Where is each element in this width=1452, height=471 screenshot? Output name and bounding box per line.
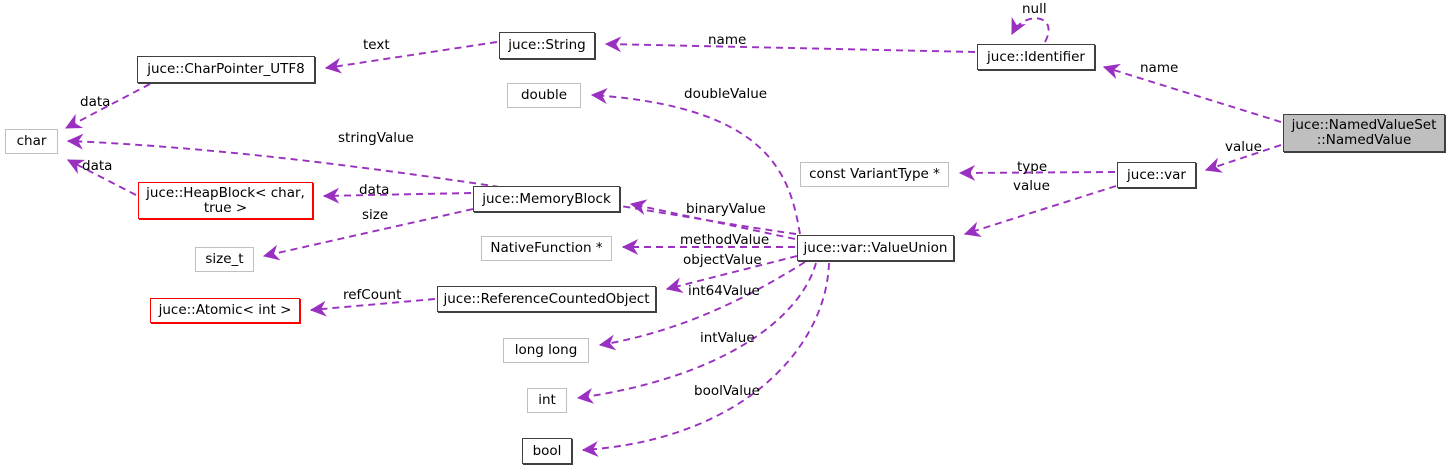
- edge-label-doublevalue: doubleValue: [684, 86, 768, 102]
- edge-valueunion-double: [590, 88, 801, 235]
- node-const-varianttype-pointer[interactable]: const VariantType *: [800, 162, 949, 187]
- edge-var-valueunion: [963, 185, 1117, 238]
- node-bool[interactable]: bool: [522, 438, 572, 464]
- edge-label-refcount: refCount: [343, 287, 402, 303]
- node-juce-heapblock-char-true[interactable]: juce::HeapBlock< char, true >: [138, 182, 313, 219]
- node-juce-var-valueunion[interactable]: juce::var::ValueUnion: [797, 235, 954, 261]
- edge-namedvalue-identifier: [1102, 63, 1282, 123]
- edge-label-boolvalue: boolValue: [694, 383, 760, 399]
- edge-label-name-identifier: name: [1140, 60, 1179, 76]
- node-nativefunction-pointer[interactable]: NativeFunction *: [481, 236, 612, 261]
- edge-heapblock-char: [66, 159, 137, 196]
- edge-label-null: null: [1022, 1, 1047, 17]
- node-juce-referencecountedobject[interactable]: juce::ReferenceCountedObject: [437, 286, 656, 312]
- node-int[interactable]: int: [527, 388, 567, 413]
- node-char[interactable]: char: [5, 129, 58, 154]
- edge-label-data-heapblock: data: [82, 158, 113, 174]
- edge-identifier-self-loop: [1011, 16, 1050, 43]
- edge-memoryblock-heapblock: [322, 187, 472, 204]
- edge-label-text: text: [363, 37, 390, 53]
- node-juce-var[interactable]: juce::var: [1117, 162, 1196, 188]
- edge-label-name-string: name: [708, 32, 747, 48]
- edge-label-binaryvalue: binaryValue: [686, 201, 766, 217]
- edge-label-value-valueunion: value: [1013, 178, 1050, 194]
- edge-label-size: size: [362, 207, 389, 223]
- edge-label-stringvalue: stringValue: [338, 130, 414, 146]
- node-size-t[interactable]: size_t: [195, 247, 254, 272]
- edge-valueunion-longlong: [598, 261, 806, 351]
- edge-valueunion-char: [66, 133, 797, 235]
- edge-string-charptr: [324, 41, 498, 74]
- edge-label-type: type: [1017, 159, 1048, 175]
- node-juce-identifier[interactable]: juce::Identifier: [977, 44, 1095, 70]
- edge-label-data-charpointer: data: [80, 94, 111, 110]
- node-juce-charpointer-utf8[interactable]: juce::CharPointer_UTF8: [137, 56, 315, 83]
- edge-label-data-memoryblock: data: [359, 182, 390, 198]
- edge-label-int64value: int64Value: [688, 283, 760, 299]
- edge-namedvalue-var: [1204, 144, 1282, 173]
- edge-valueunion-bool: [581, 262, 830, 457]
- edge-refcounted-atomic: [309, 298, 436, 317]
- node-juce-namedvalueset-namedvalue[interactable]: juce::NamedValueSet ::NamedValue: [1283, 114, 1445, 152]
- node-juce-atomic-int[interactable]: juce::Atomic< int >: [150, 298, 300, 323]
- edge-identifier-string: [604, 36, 976, 53]
- edge-label-value-var: value: [1225, 139, 1262, 155]
- node-juce-memoryblock[interactable]: juce::MemoryBlock: [473, 186, 620, 212]
- edge-label-intvalue: intValue: [700, 330, 755, 346]
- edge-valueunion-int: [576, 262, 817, 404]
- edge-valueunion-memoryblock: [629, 199, 796, 240]
- node-juce-string[interactable]: juce::String: [499, 32, 595, 59]
- node-double[interactable]: double: [507, 83, 581, 108]
- edge-label-methodvalue: methodValue: [680, 232, 770, 248]
- edge-valueunion-refcounted: [665, 255, 798, 293]
- node-long-long[interactable]: long long: [503, 338, 589, 363]
- edge-var-varianttype: [958, 164, 1116, 181]
- edge-label-objectvalue: objectValue: [683, 252, 762, 268]
- edge-charptr-char: [64, 83, 151, 129]
